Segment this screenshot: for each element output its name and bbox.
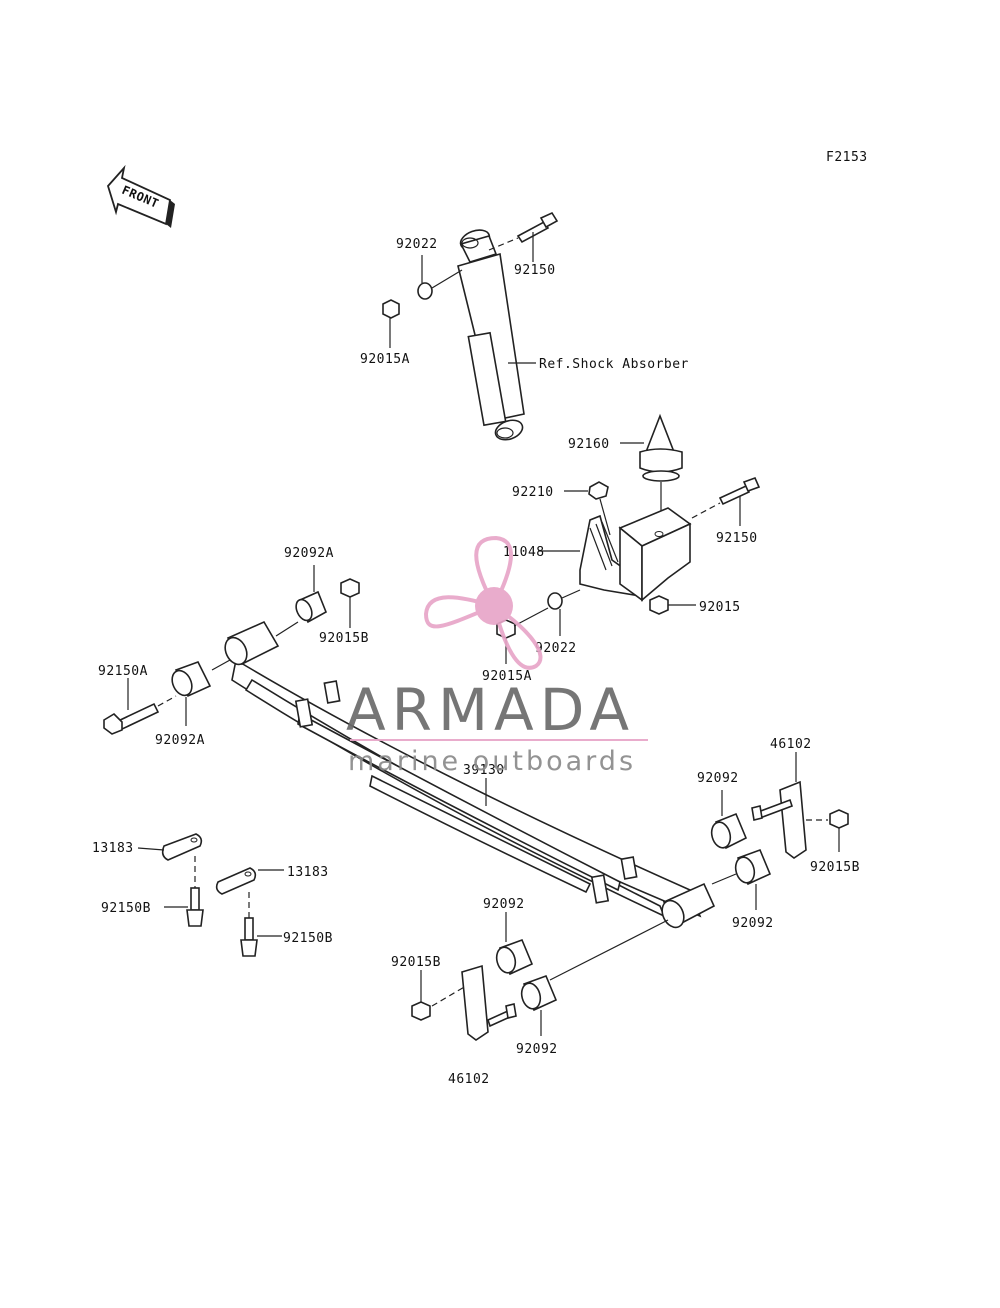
rear-nut-right-part xyxy=(829,809,849,829)
bracket-bolt-part xyxy=(691,476,761,519)
clip-bolt-right-part xyxy=(240,892,258,957)
front-bushing-bottom-part xyxy=(171,661,212,698)
label-bracket-washer: 92022 xyxy=(535,641,577,656)
label-shock-washer: 92022 xyxy=(396,237,438,252)
clip-right-part xyxy=(215,867,257,895)
label-rear-bushing-right-top: 92092 xyxy=(697,771,739,786)
label-clip-bolt-right: 92150B xyxy=(283,931,333,946)
label-shock-nut: 92015A xyxy=(360,352,410,367)
label-clip-bolt-left: 92150B xyxy=(101,901,151,916)
bracket-part xyxy=(579,507,692,602)
clip-bolt-left-part xyxy=(186,856,204,927)
watermark-subtitle: marine outboards xyxy=(348,746,636,777)
shock-nut-part xyxy=(382,299,400,319)
label-rear-nut-left: 92015B xyxy=(391,955,441,970)
label-leaf-spring: 39130 xyxy=(463,763,505,778)
label-front-nut: 92015B xyxy=(319,631,369,646)
rear-bushing-left-bottom-part xyxy=(520,974,558,1012)
front-bolt-part xyxy=(103,695,177,735)
label-front-bushing-bottom: 92092A xyxy=(155,733,205,748)
label-front-bolt: 92150A xyxy=(98,664,148,679)
label-bracket-lower-nut: 92015 xyxy=(699,600,741,615)
bracket-washer-part xyxy=(547,592,563,610)
shock-absorber xyxy=(457,229,525,441)
label-bracket-bolt: 92150 xyxy=(716,531,758,546)
rear-bushing-left-top-part xyxy=(495,938,534,976)
rear-nut-left-part xyxy=(411,1001,431,1021)
rear-shackle-left-part xyxy=(461,964,517,1041)
rear-bushing-right-top-part xyxy=(710,812,748,850)
watermark-title: ARMADA xyxy=(346,676,635,744)
label-rear-shackle-left: 46102 xyxy=(448,1072,490,1087)
label-rear-bushing-left-top: 92092 xyxy=(483,897,525,912)
label-rear-bushing-left-bottom: 92092 xyxy=(516,1042,558,1057)
rear-bushing-right-bottom-part xyxy=(734,848,772,886)
label-clip-right: 13183 xyxy=(287,865,329,880)
shock-washer-part xyxy=(417,282,433,300)
label-clip-left: 13183 xyxy=(92,841,134,856)
label-rear-bushing-right-bottom: 92092 xyxy=(732,916,774,931)
label-bracket-nut: 92210 xyxy=(512,485,554,500)
front-bushing-top-part xyxy=(295,590,328,624)
leaf-spring-part xyxy=(224,620,716,929)
label-rear-shackle-right: 46102 xyxy=(770,737,812,752)
label-bump-stop: 92160 xyxy=(568,437,610,452)
label-front-bushing-top: 92092A xyxy=(284,546,334,561)
label-bracket: 11048 xyxy=(503,545,545,560)
figure-code: F2153 xyxy=(826,150,868,165)
front-nut-part xyxy=(340,578,360,598)
clip-left-part xyxy=(161,833,203,861)
bracket-nut-part xyxy=(588,481,609,500)
bump-stop-part xyxy=(639,413,683,482)
watermark: ARMADA marine outboards xyxy=(346,535,648,777)
label-rear-nut-right: 92015B xyxy=(810,860,860,875)
label-shock-bolt: 92150 xyxy=(514,263,556,278)
label-bracket-bolt-nut: 92015A xyxy=(482,669,532,684)
front-arrow-icon: FRONT xyxy=(106,164,175,228)
rear-shackle-right-part xyxy=(751,780,828,859)
propeller-logo-icon xyxy=(423,535,543,670)
bracket-lower-nut-part xyxy=(649,595,669,615)
label-shock-ref: Ref.Shock Absorber xyxy=(539,357,689,372)
shock-bolt-part xyxy=(488,211,559,251)
